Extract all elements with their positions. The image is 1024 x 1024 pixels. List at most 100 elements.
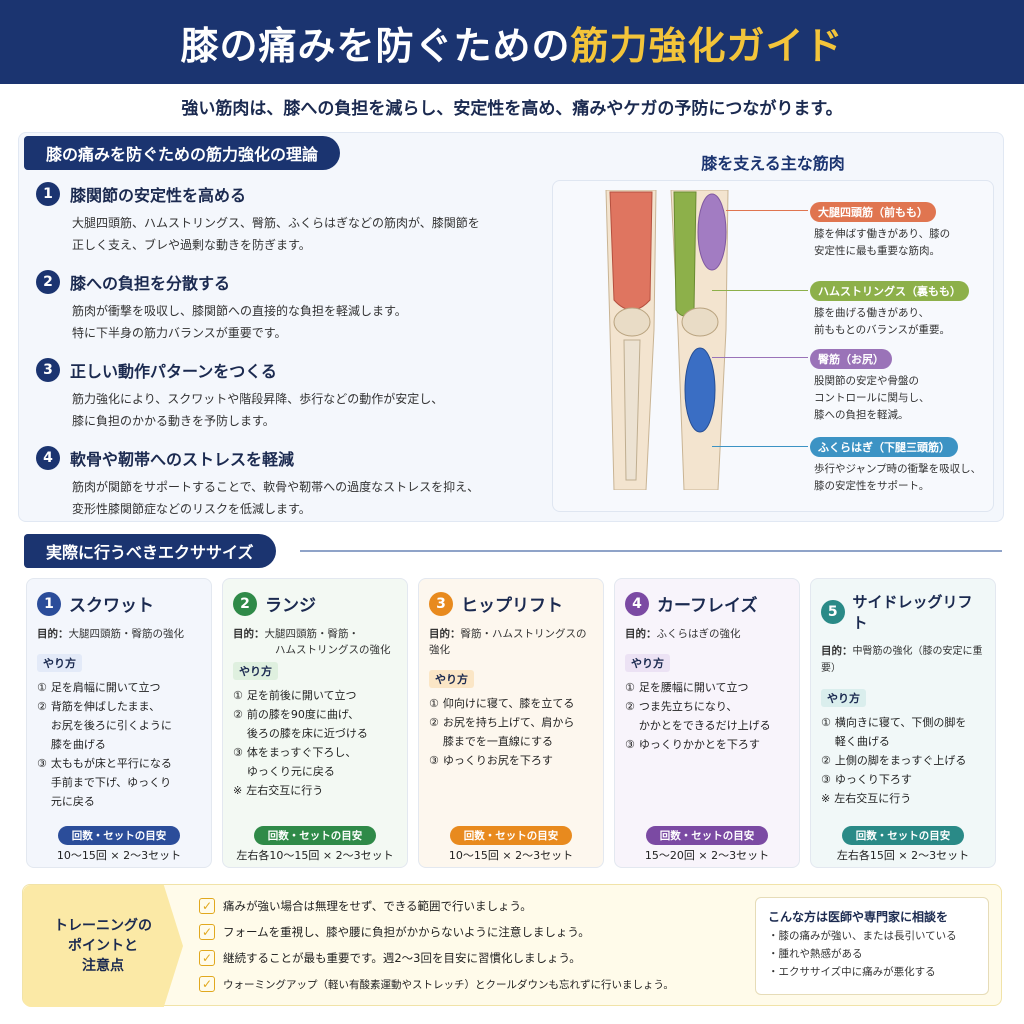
step-mark: ③ bbox=[429, 754, 439, 767]
theory-item-body: 筋力強化により、スクワットや階段昇降、歩行などの動作が安定し、膝に負担のかかる動… bbox=[72, 388, 536, 432]
consult-item: ・腫れや熱感がある bbox=[768, 948, 863, 960]
theory-line: 筋力強化により、スクワットや階段昇降、歩行などの動作が安定し、 bbox=[72, 392, 444, 406]
theory-line: 膝に負担のかかる動きを予防します。 bbox=[72, 414, 275, 428]
callout-gluteus: 臀筋（お尻） 股関節の安定や骨盤のコントロールに関与し、膝への負担を軽減。 bbox=[810, 348, 990, 424]
theory-item-title: 膝への負担を分散する bbox=[70, 274, 231, 293]
exercise-title: ランジ bbox=[265, 596, 316, 616]
step-mark: ② bbox=[233, 708, 243, 721]
exercise-section-title: 実際に行うべきエクササイズ bbox=[24, 534, 276, 568]
step: ※左右交互に行う bbox=[821, 789, 985, 808]
step-text: かかとをできるだけ上げる bbox=[638, 719, 771, 732]
step-mark: ② bbox=[625, 700, 635, 713]
count-badge: 回数・セットの目安 bbox=[419, 824, 603, 845]
consult-title: こんな方は医師や専門家に相談を bbox=[768, 910, 949, 924]
hamstring-shape bbox=[673, 191, 697, 317]
theory-line: 正しく支え、ブレや過剰な動きを防ぎます。 bbox=[72, 238, 311, 252]
number-badge: 2 bbox=[233, 591, 257, 616]
theory-line: 筋肉が衝撃を吸収し、膝関節への直接的な負担を軽減します。 bbox=[72, 304, 407, 318]
page-title: 膝の痛みを防ぐための筋力強化ガイド bbox=[180, 15, 843, 70]
step-text: 元に戻る bbox=[50, 795, 95, 808]
purpose-text: ハムストリングスの強化 bbox=[275, 644, 391, 656]
step-text: 体をまっすぐ下ろし、 bbox=[246, 746, 357, 759]
count-badge-label: 回数・セットの目安 bbox=[449, 826, 573, 845]
step-text: 膝を曲げる bbox=[50, 738, 106, 751]
exercise-purpose: 目的：中臀筋の強化（膝の安定に重要） bbox=[821, 643, 985, 677]
point-item: ✓継続することが最も重要です。週2〜3回を目安に習慣化しましょう。 bbox=[199, 945, 759, 971]
leg-muscle-illustration bbox=[605, 190, 729, 490]
muscle-desc-line: 膝への負担を軽減。 bbox=[814, 409, 909, 421]
callout-calf: ふくらはぎ（下腿三頭筋） 歩行やジャンプ時の衝撃を吸収し、膝の安定性をサポート。 bbox=[810, 436, 990, 495]
points-label-line: 注意点 bbox=[82, 958, 124, 974]
training-points-list: ✓痛みが強い場合は無理をせず、できる範囲で行いましょう。 ✓フォームを重視し、膝… bbox=[199, 893, 759, 997]
theory-item-body: 筋肉が関節をサポートすることで、軟骨や靭帯への過度なストレスを抑え、変形性膝関節… bbox=[72, 476, 536, 520]
muscle-desc-line: 膝を伸ばす働きがあり、膝の bbox=[814, 228, 951, 240]
theory-item-title: 正しい動作パターンをつくる bbox=[70, 362, 277, 381]
how-to-label: やり方 bbox=[625, 654, 670, 672]
step-text: お尻を後ろに引くように bbox=[50, 719, 172, 732]
callout-line-gluteus bbox=[712, 357, 808, 358]
number-badge: 1 bbox=[37, 591, 61, 616]
step-text: 軽く曲げる bbox=[834, 735, 890, 748]
step-mark: ② bbox=[429, 716, 439, 729]
step-text: ゆっくりお尻を下ろす bbox=[442, 754, 553, 767]
callout-quadriceps: 大腿四頭筋（前もも） 膝を伸ばす働きがあり、膝の安定性に最も重要な筋肉。 bbox=[810, 201, 990, 260]
muscle-heading: 膝を支える主な筋肉 bbox=[701, 154, 845, 173]
exercise-count: 10〜15回 × 2〜3セット bbox=[56, 849, 182, 862]
muscle-desc-line: 歩行やジャンプ時の衝撃を吸収し、 bbox=[814, 463, 982, 475]
how-to-label: やり方 bbox=[429, 670, 474, 688]
step-mark: ③ bbox=[625, 738, 635, 751]
muscle-desc-line: コントロールに関与し、 bbox=[814, 392, 930, 404]
purpose-label: 目的： bbox=[429, 628, 461, 640]
count-badge-label: 回数・セットの目安 bbox=[253, 826, 377, 845]
gluteus-shape bbox=[697, 193, 727, 271]
count-badge: 回数・セットの目安 bbox=[615, 824, 799, 845]
number-badge: 2 bbox=[36, 270, 60, 294]
number-badge: 4 bbox=[36, 446, 60, 470]
points-label-line: トレーニングの bbox=[54, 918, 152, 934]
points-label-line: ポイントと bbox=[68, 938, 138, 954]
consult-box: こんな方は医師や専門家に相談を ・膝の痛みが強い、または長引いている ・腫れや熱… bbox=[755, 897, 989, 995]
consult-item: ・エクササイズ中に痛みが悪化する bbox=[768, 966, 936, 978]
step-text: 足を肩幅に開いて立つ bbox=[50, 681, 161, 694]
step-text: 上側の脚をまっすぐ上げる bbox=[834, 754, 967, 767]
exercise-count: 左右各10〜15回 × 2〜3セット bbox=[236, 849, 394, 862]
theory-item-body: 筋肉が衝撃を吸収し、膝関節への直接的な負担を軽減します。特に下半身の筋力バランス… bbox=[72, 300, 536, 344]
callout-line-calf bbox=[712, 446, 808, 447]
purpose-label: 目的： bbox=[233, 628, 265, 640]
step-text: 足を前後に開いて立つ bbox=[246, 689, 357, 702]
step-mark: ① bbox=[625, 681, 635, 694]
exercise-title: スクワット bbox=[69, 596, 154, 616]
step-text: ゆっくり下ろす bbox=[834, 773, 912, 786]
muscle-tag: ハムストリングス（裏もも） bbox=[810, 281, 969, 301]
muscle-tag: ふくらはぎ（下腿三頭筋） bbox=[810, 437, 958, 457]
count-badge: 回数・セットの目安 bbox=[27, 824, 211, 845]
muscle-desc: 膝を曲げる働きがあり、前ももとのバランスが重要。 bbox=[814, 305, 990, 339]
count-badge: 回数・セットの目安 bbox=[811, 824, 995, 845]
check-icon: ✓ bbox=[199, 976, 215, 992]
muscle-desc: 膝を伸ばす働きがあり、膝の安定性に最も重要な筋肉。 bbox=[814, 226, 990, 260]
callout-line-hamstrings bbox=[712, 290, 808, 291]
step-mark: ① bbox=[429, 697, 439, 710]
muscle-desc-line: 股関節の安定や骨盤の bbox=[814, 375, 919, 387]
step-mark: ② bbox=[37, 700, 47, 713]
knee-cap-right bbox=[681, 307, 719, 337]
count-badge: 回数・セットの目安 bbox=[223, 824, 407, 845]
step-text: 横向きに寝て、下側の脚を bbox=[834, 716, 967, 729]
step-mark: ③ bbox=[37, 757, 47, 770]
section-divider bbox=[300, 550, 1002, 552]
step-mark: ③ bbox=[821, 773, 831, 786]
